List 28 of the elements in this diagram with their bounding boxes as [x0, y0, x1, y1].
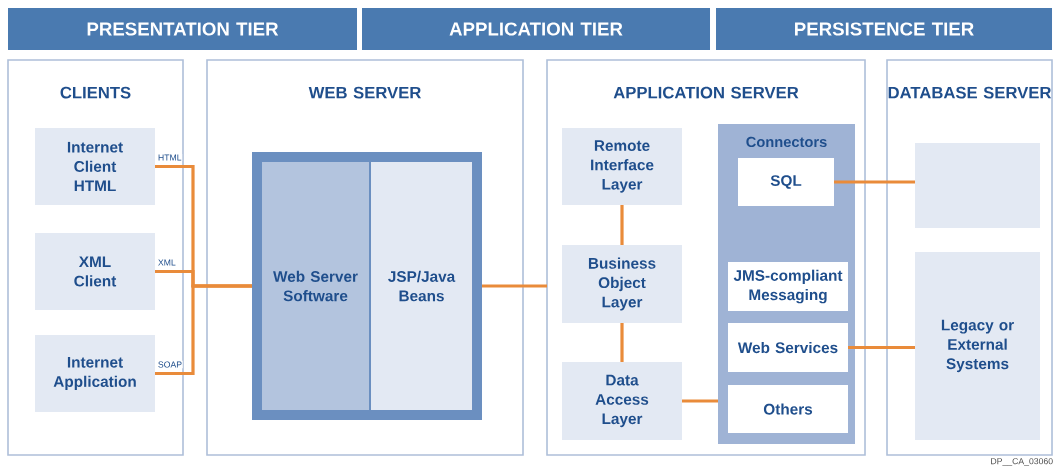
connector-line: [620, 323, 624, 362]
connector-box: Web Services: [728, 323, 848, 372]
component-box: Data Access Layer: [562, 362, 682, 440]
edge-label: SOAP: [157, 360, 183, 369]
tier-banner: APPLICATION TIER: [362, 8, 710, 50]
connector-line: [848, 345, 915, 350]
component-box: Remote Interface Layer: [562, 128, 682, 205]
component-box: Legacy or External Systems: [915, 252, 1040, 440]
connector-line: [620, 205, 624, 245]
connector-box: JMS-compliant Messaging: [728, 262, 848, 311]
edge-label: XML: [157, 258, 177, 267]
connector-box: SQL: [738, 158, 834, 206]
component-box: Business Object Layer: [562, 245, 682, 323]
edge-label: HTML: [157, 153, 183, 162]
tier-banner: PERSISTENCE TIER: [716, 8, 1052, 50]
component-box: XML Client: [35, 233, 155, 310]
connector-line: [482, 284, 547, 288]
component-box: JSP/Java Beans: [371, 162, 472, 410]
connector-box: Others: [728, 385, 848, 433]
connector-line: [682, 399, 718, 403]
component-box: Internet Client HTML: [35, 128, 155, 205]
connector-line: [155, 284, 252, 376]
component-box: Web Server Software: [262, 162, 369, 410]
component-box: [915, 143, 1040, 228]
tier-banner: PRESENTATION TIER: [8, 8, 357, 50]
connector-line: [834, 180, 915, 184]
component-box: Internet Application: [35, 335, 155, 412]
document-code: DP__CA_03060: [991, 458, 1053, 466]
